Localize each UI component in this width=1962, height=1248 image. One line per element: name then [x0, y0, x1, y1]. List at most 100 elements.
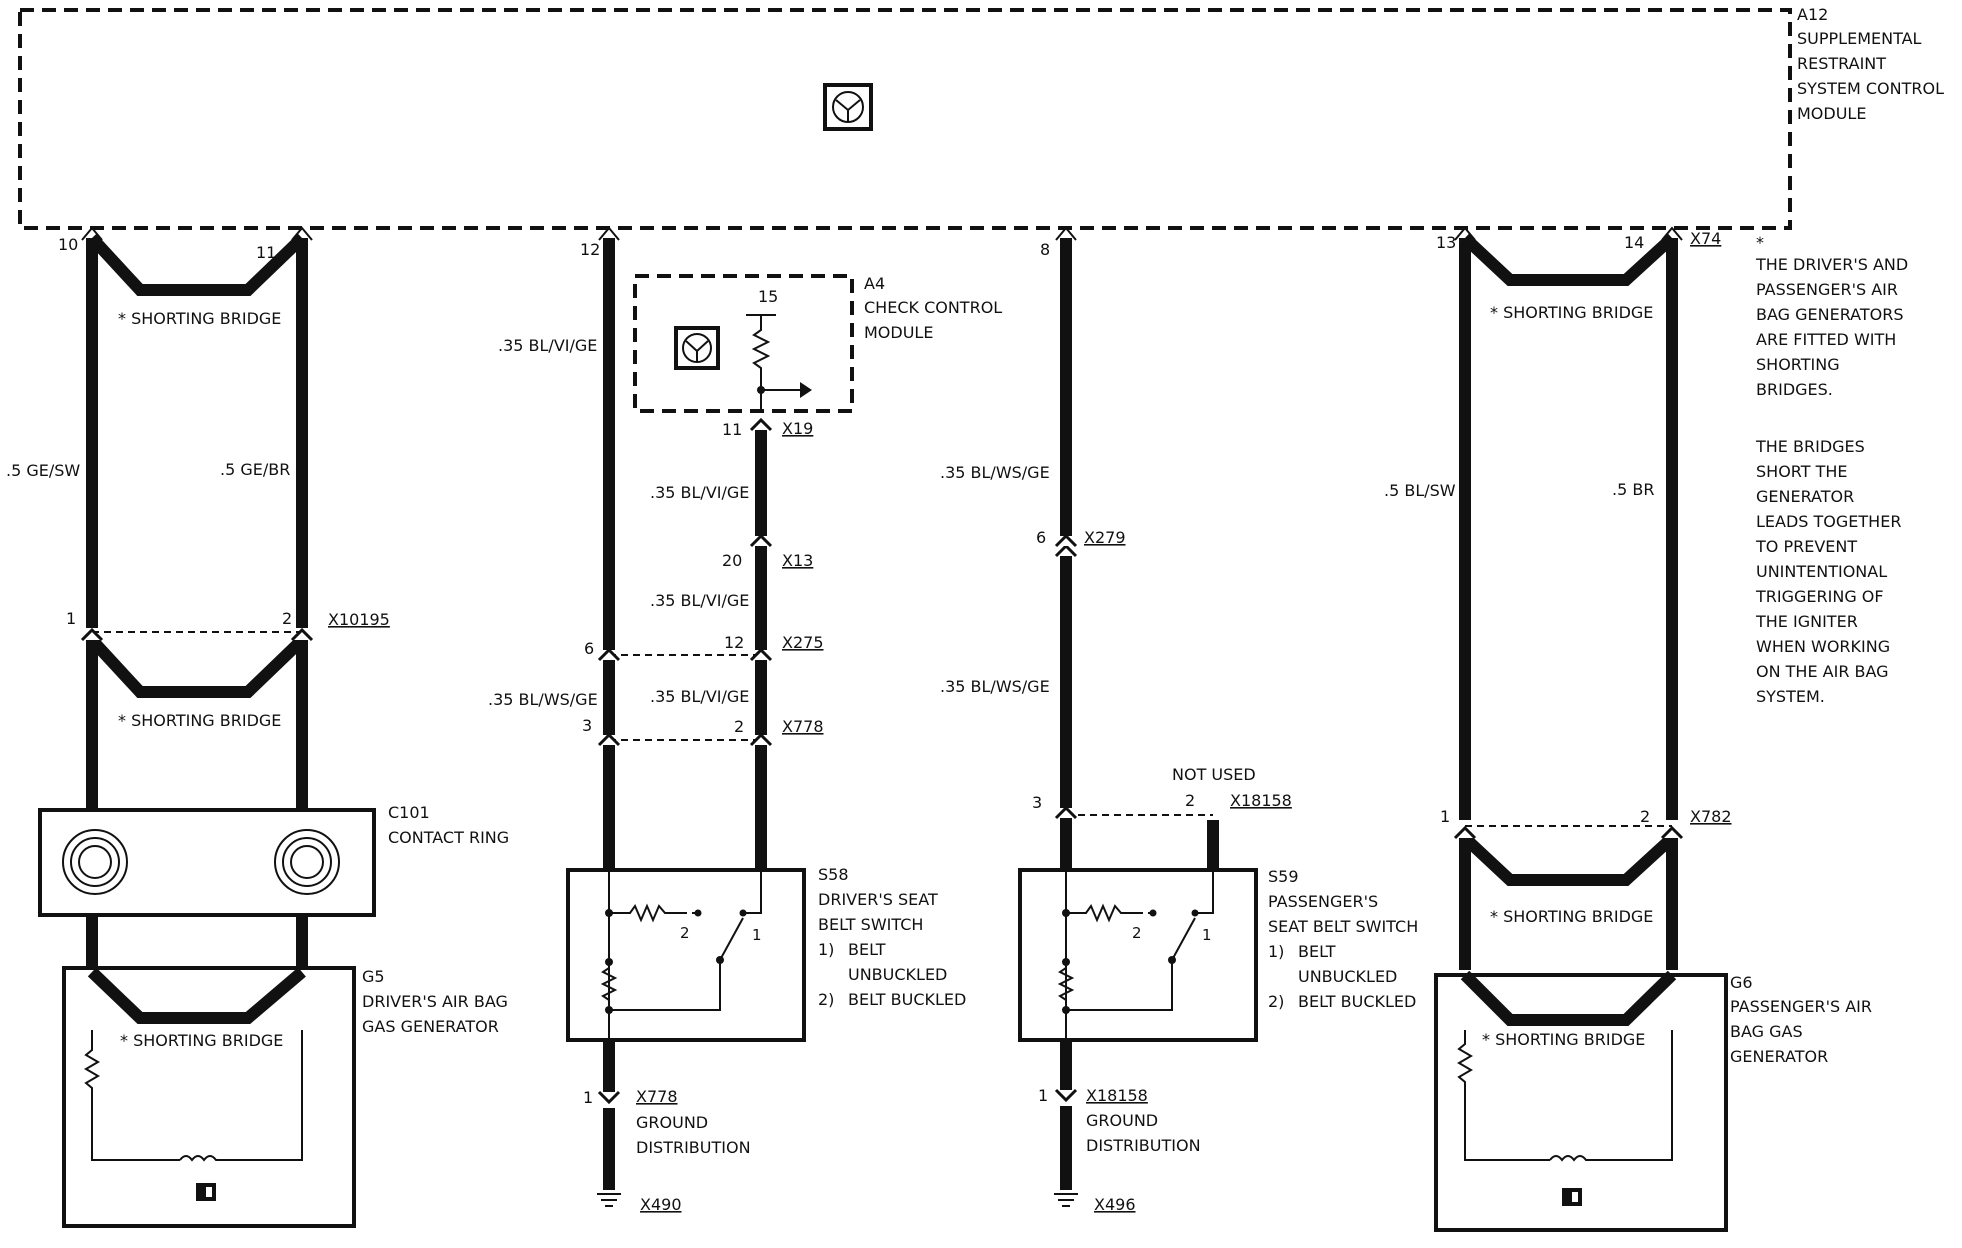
pin-15: 15 — [758, 287, 778, 306]
pin-13: 13 — [1436, 233, 1456, 252]
passenger-gas-generator-g6 — [1434, 970, 1728, 1232]
driver-airbag-wires — [80, 233, 314, 970]
a12-module-box — [18, 8, 1792, 230]
bridge-label-x10195: * SHORTING BRIDGE — [118, 711, 281, 730]
connector-x13: X13 — [782, 551, 813, 570]
passenger-seat-belt-switch-s59 — [1018, 868, 1258, 1042]
connector-x10195: X10195 — [328, 610, 390, 629]
s58-legend-1-num: 1) — [818, 940, 834, 959]
pin-20-x13: 20 — [722, 551, 742, 570]
note-2-line-8: THE IGNITER — [1755, 612, 1858, 631]
pin-1-x782: 1 — [1440, 807, 1450, 826]
s59-legend-1-num: 1) — [1268, 942, 1284, 961]
note-star: * — [1756, 233, 1764, 252]
a4-label-3: MODULE — [864, 323, 933, 342]
g5-label-3: GAS GENERATOR — [362, 1017, 499, 1036]
s58-legend-2-text: BELT BUCKLED — [848, 990, 966, 1009]
driver-belt-wires — [597, 238, 773, 1190]
a4-internal-circuit — [746, 314, 812, 412]
a12-label-1: A12 — [1797, 5, 1828, 24]
connector-x18158-top: X18158 — [1230, 791, 1292, 810]
note-1-line-6: BRIDGES. — [1756, 380, 1833, 399]
a12-label-4: SYSTEM CONTROL — [1797, 79, 1944, 98]
passenger-airbag-wires — [1453, 233, 1684, 970]
driver-gas-generator-g5 — [62, 966, 356, 1228]
s58-legend-2-num: 2) — [818, 990, 834, 1009]
wire-br: .5 BR — [1612, 480, 1654, 499]
g6-label-2: PASSENGER'S AIR — [1730, 997, 1872, 1016]
note-2-line-4: LEADS TOGETHER — [1756, 512, 1901, 531]
wire-blwsge-3: .35 BL/WS/GE — [940, 677, 1050, 696]
connector-x778-top: X778 — [782, 717, 824, 736]
wire-blwsge-2: .35 BL/WS/GE — [940, 463, 1050, 482]
ground-dist-left-2: DISTRIBUTION — [636, 1138, 751, 1157]
passenger-belt-wires — [1054, 238, 1219, 1190]
note-1-line-5: SHORTING — [1756, 355, 1840, 374]
s58-label-3: BELT SWITCH — [818, 915, 923, 934]
note-2-line-1: THE BRIDGES — [1755, 437, 1865, 456]
ground-symbol-x490 — [597, 1193, 621, 1207]
pin-2-x782: 2 — [1640, 807, 1650, 826]
connector-x275: X275 — [782, 633, 824, 652]
s58-legend-1-text2: UNBUCKLED — [848, 965, 947, 984]
a4-label-2: CHECK CONTROL — [864, 298, 1002, 317]
s59-legend-1-text2: UNBUCKLED — [1298, 967, 1397, 986]
a4-label-1: A4 — [864, 274, 885, 293]
pin-14: 14 — [1624, 233, 1644, 252]
pin-1-x10195: 1 — [66, 609, 76, 628]
a4-module-icon — [674, 326, 720, 370]
bridge-label-g6: * SHORTING BRIDGE — [1482, 1030, 1645, 1049]
a12-module-icon — [823, 83, 873, 131]
a12-pin-connectors — [81, 226, 1683, 241]
bridge-label-g5: * SHORTING BRIDGE — [120, 1031, 283, 1050]
s59-pos-2: 2 — [1132, 924, 1142, 942]
s58-pos-1: 1 — [752, 926, 762, 944]
s59-label-2: PASSENGER'S — [1268, 892, 1378, 911]
g5-label-2: DRIVER'S AIR BAG — [362, 992, 508, 1011]
note-2-line-10: ON THE AIR BAG — [1756, 662, 1889, 681]
note-2-line-11: SYSTEM. — [1756, 687, 1825, 706]
note-1-line-1: THE DRIVER'S AND — [1755, 255, 1908, 274]
pin-11-x19: 11 — [722, 420, 742, 439]
pin-3-x18158: 3 — [1032, 793, 1042, 812]
s59-label-3: SEAT BELT SWITCH — [1268, 917, 1418, 936]
ground-symbol-x496 — [1054, 1193, 1078, 1207]
ground-dist-right-2: DISTRIBUTION — [1086, 1136, 1201, 1155]
pin-6-x279: 6 — [1036, 528, 1046, 547]
note-1-line-3: BAG GENERATORS — [1756, 305, 1904, 324]
a4-module-box — [633, 274, 854, 413]
note-2-line-5: TO PREVENT — [1755, 537, 1857, 556]
note-1-line-4: ARE FITTED WITH — [1756, 330, 1896, 349]
a12-label-5: MODULE — [1797, 104, 1866, 123]
connector-x74: X74 — [1690, 229, 1721, 248]
s59-legend-2-num: 2) — [1268, 992, 1284, 1011]
g6-label-1: G6 — [1730, 973, 1753, 992]
ground-dist-right-1: GROUND — [1086, 1111, 1158, 1130]
wire-blvige-2: .35 BL/VI/GE — [650, 483, 749, 502]
s59-label-1: S59 — [1268, 867, 1299, 886]
wire-blvige-1: .35 BL/VI/GE — [498, 336, 597, 355]
wire-ge-sw: .5 GE/SW — [6, 461, 80, 480]
not-used-label: NOT USED — [1172, 765, 1256, 784]
bridge-label-x782: * SHORTING BRIDGE — [1490, 907, 1653, 926]
s58-label-2: DRIVER'S SEAT — [818, 890, 938, 909]
connector-x778-bottom: X778 — [636, 1087, 678, 1106]
pin-12: 12 — [580, 240, 600, 259]
g6-label-3: BAG GAS — [1730, 1022, 1803, 1041]
pin-10: 10 — [58, 235, 78, 254]
pin-2-x18158: 2 — [1185, 791, 1195, 810]
connector-x18158-bottom: X18158 — [1086, 1086, 1148, 1105]
pin-8: 8 — [1040, 240, 1050, 259]
connector-x496: X496 — [1094, 1195, 1136, 1214]
bridge-label-a12-left: * SHORTING BRIDGE — [118, 309, 281, 328]
pin-6-x275: 6 — [584, 639, 594, 658]
s58-pos-2: 2 — [680, 924, 690, 942]
pin-11: 11 — [256, 243, 276, 262]
wire-blvige-4: .35 BL/VI/GE — [650, 687, 749, 706]
s59-legend-1-text: BELT — [1298, 942, 1336, 961]
connector-x279: X279 — [1084, 528, 1126, 547]
c101-label-1: C101 — [388, 803, 430, 822]
note-2-line-6: UNINTENTIONAL — [1756, 562, 1887, 581]
pin-12-x275: 12 — [724, 633, 744, 652]
